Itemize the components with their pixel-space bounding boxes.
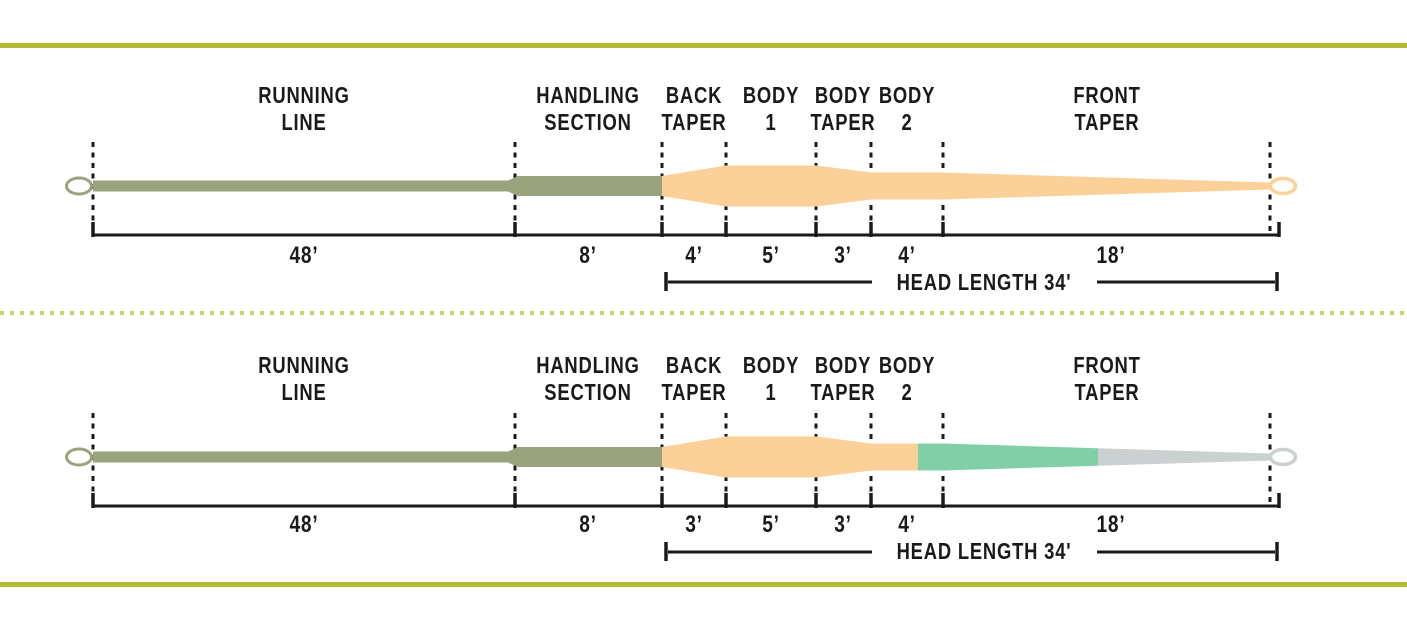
length-label: 48’ xyxy=(289,511,319,538)
head-length-label: HEAD LENGTH 34' xyxy=(896,269,1072,295)
welded-loop-right xyxy=(1268,176,1298,196)
length-label: 3’ xyxy=(834,242,852,269)
length-label: 3’ xyxy=(685,511,703,538)
length-label: 5’ xyxy=(762,242,780,269)
length-label: 48’ xyxy=(289,242,319,269)
section-label-front-taper: FRONT TAPER xyxy=(1073,352,1141,405)
section-label-back-taper: BACK TAPER xyxy=(661,352,727,405)
section-label-body-1: BODY 1 xyxy=(742,352,800,405)
running-and-handling-shape xyxy=(93,176,662,196)
head-shape-orange xyxy=(662,436,918,478)
section-label-handling-section: HANDLING SECTION xyxy=(536,352,640,405)
welded-loop-left xyxy=(65,447,93,467)
section-label-body-2: BODY 2 xyxy=(878,82,936,135)
section-label-front-taper: FRONT TAPER xyxy=(1073,82,1141,135)
taper-diagram-top xyxy=(65,142,1298,291)
head-length-label: HEAD LENGTH 34' xyxy=(896,538,1072,564)
tip-shape-gray xyxy=(1098,448,1270,466)
section-label-running-line: RUNNING LINE xyxy=(258,82,350,135)
top-accent-rule xyxy=(0,43,1407,48)
section-label-body-1: BODY 1 xyxy=(742,82,800,135)
section-label-body-taper: BODY TAPER xyxy=(810,352,876,405)
taper-diagram-bottom xyxy=(65,413,1298,561)
length-label: 4’ xyxy=(685,242,703,269)
section-label-running-line: RUNNING LINE xyxy=(258,352,350,405)
head-shape xyxy=(662,165,1270,207)
section-label-body-taper: BODY TAPER xyxy=(810,82,876,135)
section-label-handling-section: HANDLING SECTION xyxy=(536,82,640,135)
length-label: 5’ xyxy=(762,511,780,538)
section-label-back-taper: BACK TAPER xyxy=(661,82,727,135)
length-label: 4’ xyxy=(898,242,916,269)
head-shape-teal xyxy=(918,443,1098,471)
length-label: 18’ xyxy=(1096,511,1126,538)
section-label-body-2: BODY 2 xyxy=(878,352,936,405)
length-label: 18’ xyxy=(1096,242,1126,269)
running-and-handling-shape xyxy=(93,447,662,467)
dotted-divider xyxy=(0,311,1407,315)
length-label: 3’ xyxy=(834,511,852,538)
length-label: 8’ xyxy=(579,511,597,538)
bottom-accent-rule xyxy=(0,582,1407,587)
length-label: 4’ xyxy=(898,511,916,538)
welded-loop-left xyxy=(65,176,93,196)
length-label: 8’ xyxy=(579,242,597,269)
welded-loop-right xyxy=(1268,447,1298,467)
